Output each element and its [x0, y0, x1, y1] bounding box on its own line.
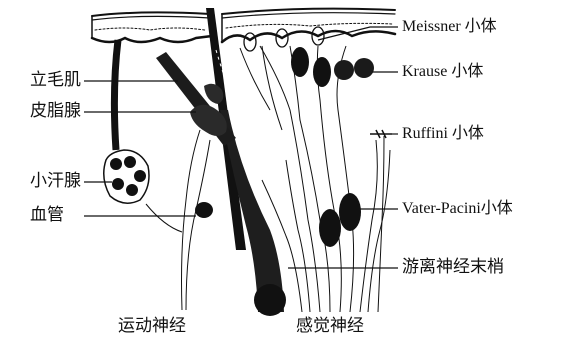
label-sweat-gland: 小汗腺 — [30, 173, 81, 190]
label-ruffini: Ruffini 小体 — [402, 126, 484, 142]
label-motor-nerve: 运动神经 — [118, 318, 186, 335]
pacinian-corpuscles — [319, 193, 361, 247]
blood-vessel — [195, 202, 213, 218]
sweat-gland — [104, 40, 149, 203]
motor-nerve-fibers — [146, 130, 210, 310]
label-meissner: Meissner 小体 — [402, 19, 497, 35]
label-arrector-pili: 立毛肌 — [30, 72, 81, 89]
meissner-corpuscles — [244, 27, 324, 51]
label-sensory-nerve: 感觉神经 — [296, 318, 364, 335]
label-krause: Krause 小体 — [402, 64, 483, 80]
krause-end-bulbs — [291, 47, 374, 87]
epidermis — [92, 9, 395, 42]
label-blood-vessel: 血管 — [30, 207, 64, 224]
label-free-nerve-endings: 游离神经末梢 — [402, 259, 504, 276]
label-vater-pacini: Vater-Pacini小体 — [402, 201, 513, 217]
ruffini-ending — [370, 130, 392, 138]
hair-follicle — [206, 8, 286, 316]
label-sebaceous-gland: 皮脂腺 — [30, 103, 81, 120]
